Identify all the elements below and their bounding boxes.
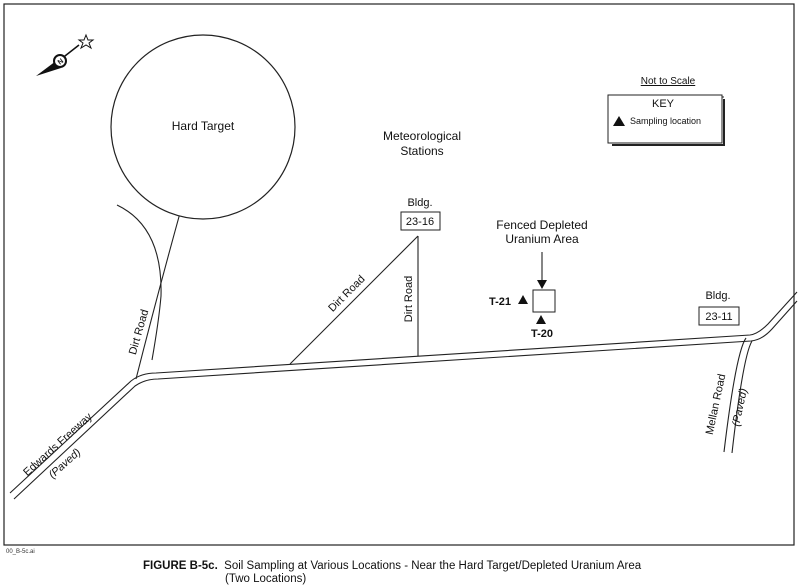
sample-t20-icon (536, 315, 546, 324)
sample-t20-label: T-20 (531, 328, 553, 340)
bldg-23-16-label: Bldg. (407, 197, 432, 209)
bldg-23-16-number: 23-16 (406, 216, 434, 228)
caption-line2: (Two Locations) (225, 573, 307, 585)
bldg-23-11-label: Bldg. (705, 290, 730, 302)
sampling-triangle-icon (613, 116, 625, 126)
figure-label: FIGURE B-5c. (143, 560, 218, 572)
dirt-road-left (135, 212, 181, 380)
figure-caption: FIGURE B-5c. Soil Sampling at Various Lo… (143, 560, 641, 586)
meteorological-label-line1: Meteorological (383, 129, 461, 143)
caption-line1: Soil Sampling at Various Locations - Nea… (224, 560, 642, 572)
mellan-road (723, 337, 753, 454)
key-sampling-label: Sampling location (630, 116, 701, 126)
dirt-roads (116, 204, 419, 380)
not-to-scale-label: Not to Scale (641, 76, 696, 87)
hard-target-circle (110, 34, 296, 220)
dirt-road-vertical-label: Dirt Road (403, 276, 415, 322)
arrow-head-icon (537, 280, 547, 289)
file-id: 00_B-5c.ai (6, 549, 35, 555)
north-arrow-icon: N (36, 33, 95, 76)
meteorological-label-line2: Stations (400, 144, 443, 158)
fenced-area-label-line2: Uranium Area (505, 232, 579, 246)
north-symbol: N (57, 58, 65, 67)
map-key: KEY Sampling location (607, 94, 725, 146)
fenced-area-label-line1: Fenced Depleted (496, 218, 587, 232)
fenced-area-box (532, 289, 556, 313)
dirt-road-diagonal (289, 235, 419, 365)
sample-t21-icon (518, 295, 528, 304)
bldg-23-11-box (698, 306, 740, 326)
bldg-23-11-number: 23-11 (705, 311, 732, 323)
dirt-road-branch (116, 204, 162, 361)
hard-target-label: Hard Target (172, 119, 235, 133)
key-title: KEY (652, 98, 675, 110)
bldg-23-16-box (400, 211, 441, 231)
sample-t21-label: T-21 (489, 296, 511, 308)
